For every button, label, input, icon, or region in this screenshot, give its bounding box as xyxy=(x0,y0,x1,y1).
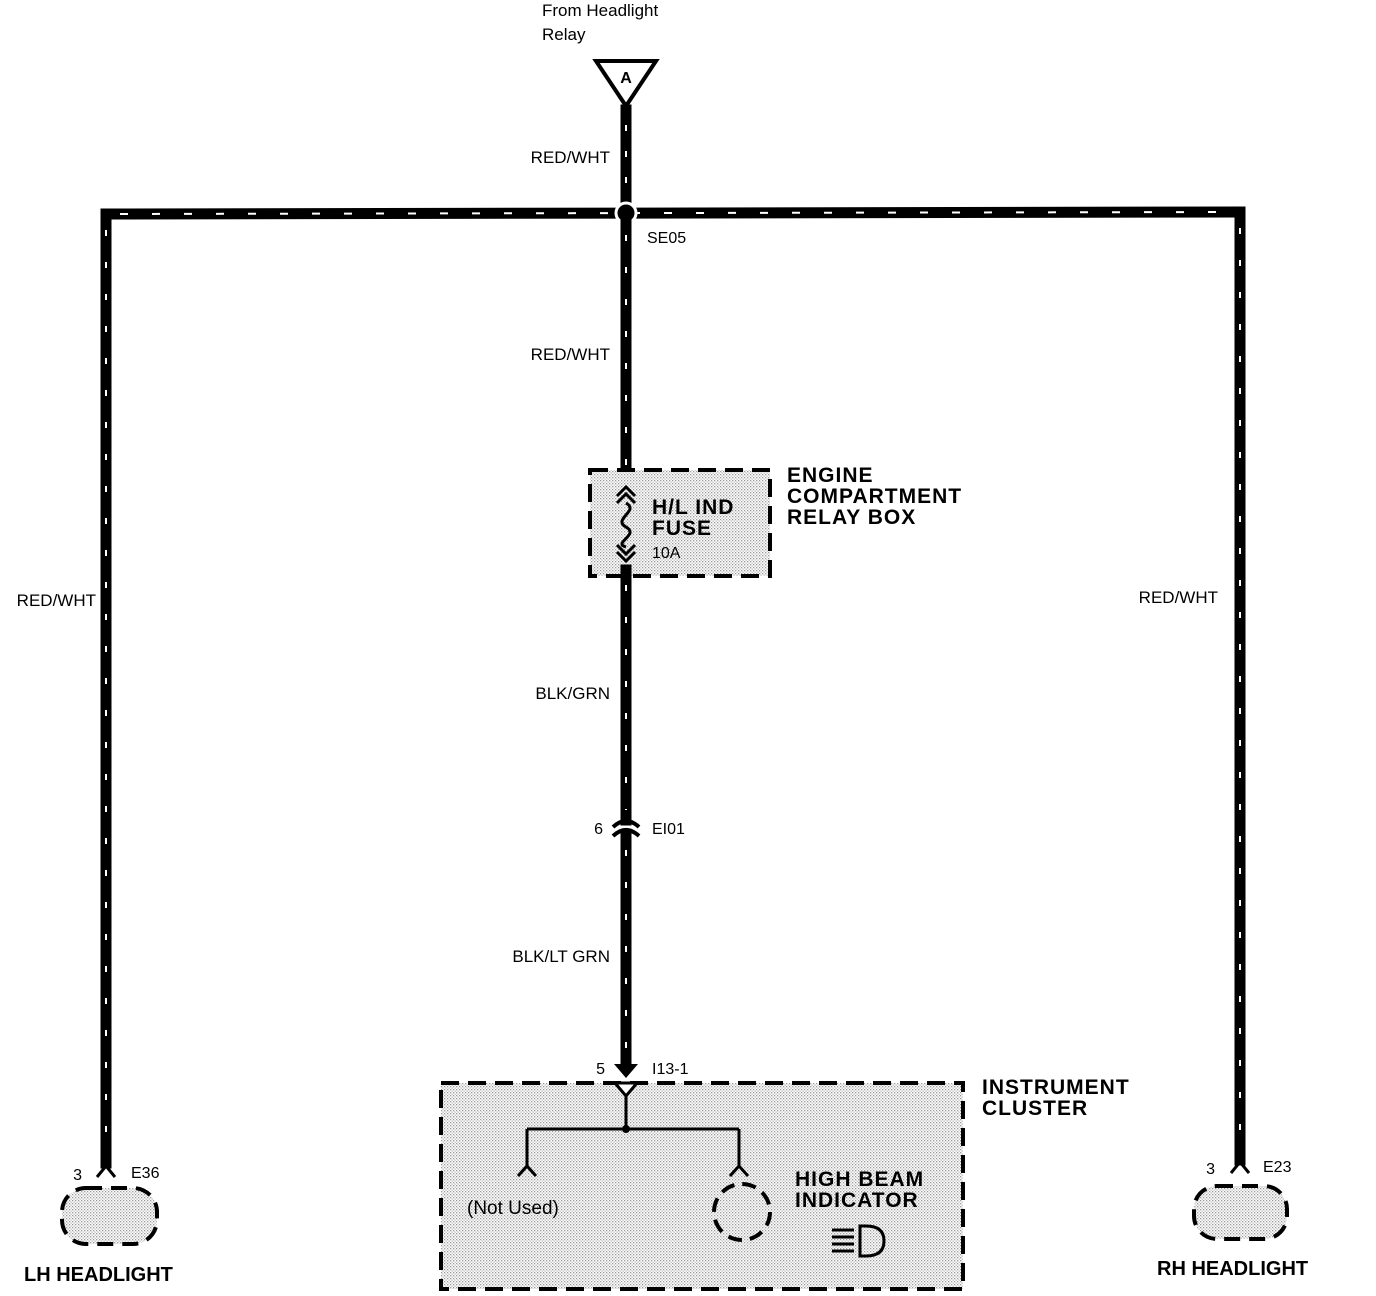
cluster-terminal-icon xyxy=(611,1081,641,1099)
relay-box-title-line1: ENGINE xyxy=(787,464,874,487)
rh-headlight-label: RH HEADLIGHT xyxy=(1157,1258,1308,1280)
source-label-line2: Relay xyxy=(542,25,586,44)
lh-terminal-icon xyxy=(95,1163,117,1178)
wire-label-after-connector: BLK/LT GRN xyxy=(512,947,610,966)
cluster-title-line1: INSTRUMENT xyxy=(982,1076,1130,1099)
rh-headlight-bulb xyxy=(1192,1184,1289,1241)
cluster-internal-wiring xyxy=(516,1096,750,1178)
splice-label: SE05 xyxy=(647,230,686,247)
high-beam-bulb xyxy=(712,1182,772,1242)
wire-label-top: RED/WHT xyxy=(531,148,610,167)
source-connector-letter: A xyxy=(620,70,632,87)
lh-headlight-label: LH HEADLIGHT xyxy=(24,1264,173,1286)
lh-connector: E36 xyxy=(131,1165,160,1182)
lh-headlight-bulb xyxy=(60,1186,159,1246)
fuse-name-line2: FUSE xyxy=(652,517,712,540)
wire-label-after-splice: RED/WHT xyxy=(531,345,610,364)
cluster-pin-arrow xyxy=(614,1064,638,1078)
relay-box-title-line3: RELAY BOX xyxy=(787,506,916,529)
not-used-label: (Not Used) xyxy=(467,1198,559,1219)
cluster-connector-id: I13-1 xyxy=(652,1061,689,1078)
fuse-rating: 10A xyxy=(652,545,681,562)
cluster-connector-pin: 5 xyxy=(596,1061,605,1078)
rh-pin: 3 xyxy=(1206,1161,1215,1178)
source-label-line1: From Headlight xyxy=(542,1,658,20)
cluster-title-line2: CLUSTER xyxy=(982,1097,1088,1120)
indicator-label-line1: HIGH BEAM xyxy=(795,1168,924,1191)
fuse-name-line1: H/L IND xyxy=(652,496,734,519)
inline-connector-id: EI01 xyxy=(652,821,685,838)
rh-connector: E23 xyxy=(1263,1159,1292,1176)
lh-pin: 3 xyxy=(73,1167,82,1184)
inline-connector-pin: 6 xyxy=(594,821,603,838)
fuse-icon xyxy=(615,484,637,564)
wire-label-after-fuse: BLK/GRN xyxy=(535,684,610,703)
relay-box-title-line2: COMPARTMENT xyxy=(787,485,962,508)
indicator-label-line2: INDICATOR xyxy=(795,1189,919,1212)
inline-connector-icon xyxy=(611,819,641,838)
wire-bus xyxy=(102,206,1246,220)
connector-triangle-icon: A xyxy=(592,59,660,110)
wire-label-right: RED/WHT xyxy=(1139,588,1218,607)
rh-terminal-icon xyxy=(1229,1159,1251,1174)
wire-label-left: RED/WHT xyxy=(17,591,96,610)
relay-box xyxy=(588,468,772,578)
high-beam-icon xyxy=(832,1224,886,1258)
